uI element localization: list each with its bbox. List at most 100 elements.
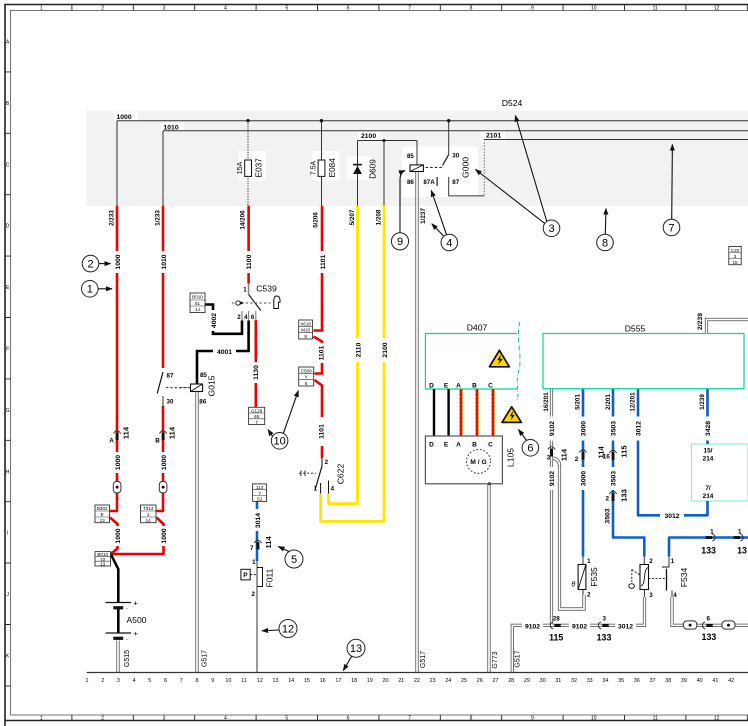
svg-text:12: 12 xyxy=(282,623,294,635)
svg-text:39: 39 xyxy=(681,678,687,684)
svg-text:X616: X616 xyxy=(300,321,311,326)
svg-text:65: 65 xyxy=(254,414,260,419)
svg-text:7.5A: 7.5A xyxy=(310,160,317,175)
svg-text:1: 1 xyxy=(40,6,43,12)
svg-text:28: 28 xyxy=(508,678,514,684)
svg-text:2: 2 xyxy=(101,678,104,684)
svg-text:7/: 7/ xyxy=(705,485,711,492)
svg-text:1010: 1010 xyxy=(164,125,179,132)
svg-text:D407: D407 xyxy=(467,323,488,333)
svg-text:13: 13 xyxy=(737,546,747,556)
svg-text:B: B xyxy=(6,101,10,107)
svg-text:3503: 3503 xyxy=(611,421,618,436)
svg-text:7: 7 xyxy=(255,420,258,425)
svg-text:1/233: 1/233 xyxy=(155,210,162,226)
svg-text:A: A xyxy=(456,442,461,449)
svg-text:1/237: 1/237 xyxy=(420,208,427,224)
svg-text:12: 12 xyxy=(257,678,263,684)
svg-text:T314: T314 xyxy=(143,506,154,511)
svg-text:114: 114 xyxy=(596,446,605,459)
svg-text:1000: 1000 xyxy=(161,528,168,543)
svg-text:C500: C500 xyxy=(301,368,312,373)
svg-text:114: 114 xyxy=(559,448,568,461)
svg-text:4001: 4001 xyxy=(217,349,232,356)
svg-text:42: 42 xyxy=(728,678,734,684)
svg-text:10: 10 xyxy=(225,678,231,684)
svg-text:3428: 3428 xyxy=(705,421,712,436)
svg-text:133: 133 xyxy=(597,632,612,642)
svg-text:35: 35 xyxy=(618,678,624,684)
svg-text:G000: G000 xyxy=(461,157,471,178)
svg-text:F534: F534 xyxy=(679,567,689,587)
svg-text:C539: C539 xyxy=(256,283,277,293)
svg-text:8: 8 xyxy=(196,678,199,684)
svg-text:8: 8 xyxy=(602,237,608,249)
svg-text:7: 7 xyxy=(258,491,261,496)
svg-text:B: B xyxy=(472,383,477,390)
svg-text:38: 38 xyxy=(665,678,671,684)
svg-text:41: 41 xyxy=(712,678,718,684)
svg-text:2/239: 2/239 xyxy=(697,313,704,330)
svg-text:7: 7 xyxy=(250,545,254,552)
svg-text:9102: 9102 xyxy=(549,471,556,486)
svg-text:15/: 15/ xyxy=(704,448,713,455)
svg-text:37: 37 xyxy=(650,678,656,684)
svg-text:3: 3 xyxy=(734,254,737,259)
svg-text:1010: 1010 xyxy=(161,254,168,269)
svg-text:30: 30 xyxy=(452,152,459,159)
svg-text:9: 9 xyxy=(531,716,534,722)
svg-text:4: 4 xyxy=(446,237,452,249)
svg-text:B010: B010 xyxy=(97,552,108,557)
svg-text:133: 133 xyxy=(619,489,628,502)
svg-text:1: 1 xyxy=(40,716,43,722)
svg-text:3: 3 xyxy=(602,615,606,622)
svg-text:7: 7 xyxy=(180,678,183,684)
svg-text:5/201: 5/201 xyxy=(575,394,582,410)
svg-text:M / G: M / G xyxy=(470,459,487,466)
svg-text:1101: 1101 xyxy=(318,345,325,360)
svg-text:1: 1 xyxy=(243,287,247,294)
svg-text:115: 115 xyxy=(619,445,628,458)
svg-text:87A: 87A xyxy=(423,179,435,186)
svg-text:-: - xyxy=(126,606,128,612)
svg-text:32: 32 xyxy=(571,678,577,684)
svg-text:133: 133 xyxy=(701,546,716,556)
svg-text:1101: 1101 xyxy=(318,424,325,439)
svg-text:G128: G128 xyxy=(251,408,263,413)
svg-text:G773: G773 xyxy=(492,651,499,668)
svg-text:23: 23 xyxy=(430,678,436,684)
svg-text:3000: 3000 xyxy=(581,471,588,486)
svg-text:114: 114 xyxy=(167,426,176,439)
svg-text:3: 3 xyxy=(163,716,166,722)
svg-text:20: 20 xyxy=(383,678,389,684)
svg-text:1: 1 xyxy=(587,558,591,565)
svg-text:5/207: 5/207 xyxy=(349,209,356,225)
svg-text:D: D xyxy=(6,224,10,230)
svg-text:1: 1 xyxy=(147,512,150,517)
svg-text:A: A xyxy=(109,437,114,444)
svg-text:+: + xyxy=(134,599,139,608)
svg-text:14: 14 xyxy=(288,678,294,684)
svg-text:7: 7 xyxy=(408,716,411,722)
svg-text:3014: 3014 xyxy=(255,513,262,528)
svg-text:114: 114 xyxy=(264,536,273,549)
svg-text:16/201: 16/201 xyxy=(543,392,550,412)
svg-text:F011: F011 xyxy=(265,568,275,587)
svg-text:G: G xyxy=(6,408,10,414)
svg-text:3: 3 xyxy=(117,678,120,684)
svg-text:21: 21 xyxy=(398,678,404,684)
svg-text:2101: 2101 xyxy=(486,133,501,140)
svg-text:13: 13 xyxy=(100,518,106,523)
svg-text:214: 214 xyxy=(703,493,714,500)
svg-text:12: 12 xyxy=(714,6,720,12)
svg-text:14/206: 14/206 xyxy=(240,210,247,230)
svg-text:9: 9 xyxy=(397,236,403,248)
svg-text:9102: 9102 xyxy=(525,623,540,630)
svg-text:6: 6 xyxy=(164,678,167,684)
svg-text:85: 85 xyxy=(200,372,207,379)
svg-text:D609: D609 xyxy=(369,159,378,179)
svg-text:33: 33 xyxy=(587,678,593,684)
svg-text:3: 3 xyxy=(649,592,653,599)
svg-text:34: 34 xyxy=(602,678,608,684)
svg-text:2: 2 xyxy=(101,6,104,12)
